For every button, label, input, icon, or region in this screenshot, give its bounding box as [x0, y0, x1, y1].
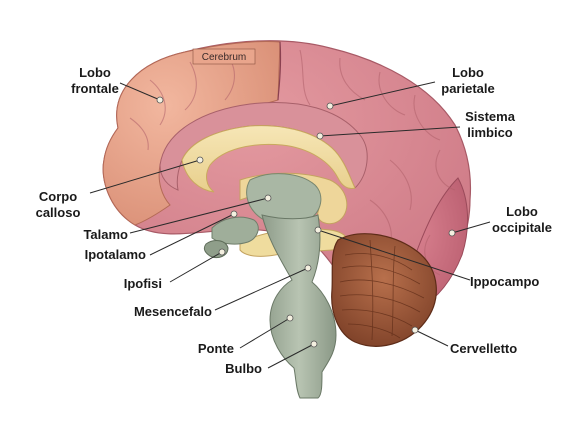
- corpus-callosum: [181, 125, 356, 193]
- label-ipofisi: Ipofisi: [124, 276, 162, 291]
- label-sistema-limbico-line1: Sistema: [465, 109, 516, 124]
- label-bulbo: Bulbo: [225, 361, 262, 376]
- label-corpo-calloso-line1: Corpo: [39, 189, 77, 204]
- label-lobo-frontale-line2: frontale: [71, 81, 119, 96]
- leader-lines: [89, 81, 491, 369]
- label-lobo-frontale-line1: Lobo: [79, 65, 111, 80]
- label-ponte: Ponte: [198, 341, 234, 356]
- cerebrum-tag: Cerebrum: [202, 52, 246, 63]
- label-lobo-occipitale-line2: occipitale: [492, 220, 552, 235]
- marker-dots: [156, 96, 456, 348]
- label-ippocampo: Ippocampo: [470, 274, 539, 289]
- cerebellum-shape: [331, 233, 437, 347]
- label-sistema-limbico-line2: limbico: [467, 125, 513, 140]
- label-corpo-calloso-line2: calloso: [36, 205, 81, 220]
- label-mesencefalo: Mesencefalo: [134, 304, 212, 319]
- label-lobo-parietale-line2: parietale: [441, 81, 494, 96]
- label-lobo-parietale-line1: Lobo: [452, 65, 484, 80]
- central-sulcus: [277, 41, 282, 101]
- label-talamo: Talamo: [83, 227, 128, 242]
- label-ipotalamo: Ipotalamo: [85, 247, 146, 262]
- label-lobo-occipitale-line1: Lobo: [506, 204, 538, 219]
- cerebrum-tag-box: [192, 48, 256, 65]
- label-cervelletto: Cervelletto: [450, 341, 517, 356]
- brainstem-shape: [261, 214, 337, 399]
